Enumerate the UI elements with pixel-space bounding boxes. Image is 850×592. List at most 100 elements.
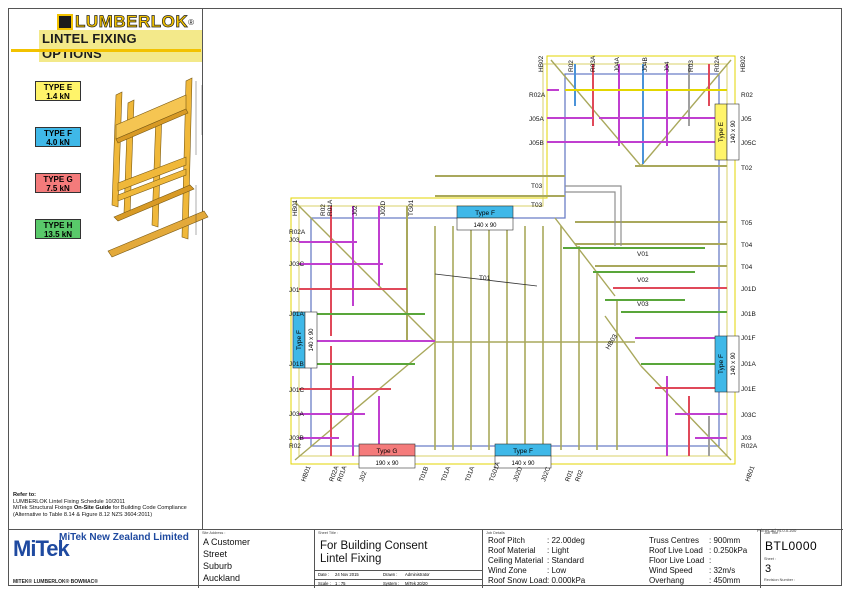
refer-line-2-post: for Building Code Compliance [111, 505, 187, 512]
lintel-top-type: Type F [475, 210, 495, 217]
detail-overhang-value: : 450mm [709, 576, 741, 585]
detail-wind-speed-value: : 32m/s [709, 566, 736, 575]
job-title: BTL0000 [765, 539, 818, 553]
member-label-left: J03C [289, 261, 304, 268]
lintel-options-panel: LUMBERLOK ® LINTEL FIXING OPTIONS TYPE E… [9, 9, 209, 529]
member-label-top-left: R02 [320, 204, 327, 216]
date-value: 24 Nov 2015 [335, 572, 359, 577]
drawing-sheet: LUMBERLOK ® LINTEL FIXING OPTIONS TYPE E… [8, 8, 843, 588]
roof-outline-inner [298, 63, 728, 457]
detail-roof-pitch-value: : 22.00deg [547, 536, 585, 545]
lumberlok-logo-mark [57, 14, 73, 30]
site-address-cell: Site Address : A Customer Street Suburb … [199, 530, 315, 588]
detail-wind-zone-label: Wind Zone [488, 566, 527, 575]
printcad-version: PrimeCad v4.0.0.200 [757, 528, 797, 533]
lintel-left-size: 140 x 90 [309, 328, 315, 352]
drawn-label: Drawn : [383, 572, 398, 577]
valley-line [554, 217, 616, 297]
member-label-right-upper: J05 [741, 116, 752, 123]
lintel-upper-right-box: Type E 140 x 90 [714, 103, 740, 161]
member-label-top-left: R01A [327, 199, 334, 216]
member-label-right-lower: T04 [741, 264, 753, 271]
lintel-upper-right-size: 140 x 90 [731, 120, 737, 144]
refer-line-2-bold: On-Site Guide [73, 505, 112, 512]
member-label-right-upper: R02 [741, 92, 753, 99]
member-label-right-upper: J05C [741, 140, 756, 147]
member-label-right-lower: J01B [741, 311, 756, 318]
detail-ceiling-material-label: Ceiling Material [488, 556, 544, 565]
type-f-box: TYPE F 4.0 kN [35, 127, 81, 147]
job-details-cell: Job Details Roof Pitch : 22.00deg Roof M… [483, 530, 761, 588]
type-e-box: TYPE E 1.4 kN [35, 81, 81, 101]
lintel-top-box: Type F 140 x 90 [456, 205, 514, 231]
type-f-load: 4.0 kN [46, 138, 70, 147]
sheet-title: For Building Consent Lintel Fixing [320, 540, 428, 565]
member-label-interior: V03 [637, 301, 649, 308]
member-label-left: J03B [289, 435, 304, 442]
scale-value: 1 : 75 [335, 581, 346, 586]
member-label-right-lower: J03 [741, 435, 752, 442]
lintel-bottom-left-box: Type G 190 x 90 [358, 443, 416, 469]
hip-line [640, 59, 732, 167]
member-label-bottom: R02 [574, 469, 585, 483]
system-label: System : [383, 581, 400, 586]
hip-line [294, 201, 436, 343]
refer-line-1: LUMBERLOK Lintel Fixing Schedule 10/2011 [13, 498, 126, 505]
member-label-top-right: R02A [714, 55, 721, 72]
lintel-bottom-left-size: 190 x 90 [375, 461, 399, 467]
sheet-label: Sheet : [764, 557, 777, 561]
detail-roof-material-value: : Light [547, 546, 569, 555]
detail-roof-material-label: Roof Material [488, 546, 536, 555]
lintel-bottom-right-type: Type F [513, 448, 533, 455]
member-label-left: R02 [289, 443, 301, 450]
member-label-top-left: HB01 [292, 199, 299, 216]
mitek-logo: MiTek [13, 536, 70, 561]
member-label-left: J03A [289, 411, 304, 418]
member-label-top-right: R02 [568, 60, 575, 72]
sheet-title-label: Sheet Title : [318, 531, 339, 535]
member-label-bottom: HB01 [744, 465, 756, 483]
member-label-top-left: TG01 [408, 199, 415, 216]
brand-name: LUMBERLOK [75, 12, 189, 32]
detail-truss-centres-value: : 900mm [709, 536, 741, 545]
member-label-bottom: T01A [464, 465, 476, 483]
lintel-right-type: Type F [718, 354, 725, 374]
lintel-left-box: Type F 140 x 90 [292, 311, 318, 369]
wall-line-main [310, 73, 720, 447]
member-label-right-lower: T04 [741, 242, 753, 249]
job-details-label: Job Details [486, 531, 505, 535]
detail-truss-centres-label: Truss Centres [649, 536, 699, 545]
job-title-label: Job Title : [764, 531, 781, 535]
member-label-right-lower: T05 [741, 220, 753, 227]
title-block: MiTek MiTek New Zealand Limited MITEK® L… [9, 529, 843, 588]
site-address-line-2: Street [203, 549, 228, 559]
member-label-left: J01C [289, 387, 304, 394]
site-address-label: Site Address : [202, 531, 226, 535]
member-label-wing: J05A [529, 116, 544, 123]
detail-roof-pitch-label: Roof Pitch [488, 536, 525, 545]
member-label-top-right: J04B [642, 57, 649, 72]
roof-outline-main [290, 55, 736, 465]
refer-line-2-pre: MiTek Structural Fixings [13, 505, 74, 512]
options-title: LINTEL FIXING OPTIONS [39, 30, 202, 62]
company-brands: MITEK® LUMBERLOK® BOWMAC® [13, 579, 98, 585]
sheet-number: 3 [765, 563, 772, 575]
member-label-left: J01A [289, 311, 304, 318]
revision-label: Revision Number : [764, 578, 796, 582]
member-label-interior: V01 [637, 251, 649, 258]
member-label-left: R02A [289, 229, 306, 236]
drawn-value: Administrator [405, 572, 430, 577]
scale-label: Scale : [318, 581, 331, 586]
member-label-mid: T03 [531, 202, 543, 209]
detail-floor-live-load-label: Floor Live Load [649, 556, 705, 565]
member-label-top-right: J04 [664, 61, 671, 72]
detail-roof-snow-load-label: Roof Snow Load [488, 576, 548, 585]
member-label-top-left: J02 [352, 205, 359, 216]
member-label-top-right: HB02 [740, 55, 747, 72]
company-name: MiTek New Zealand Limited [59, 532, 189, 543]
lintel-top-size: 140 x 90 [473, 223, 497, 229]
type-g-box: TYPE G 7.5 kN [35, 173, 81, 193]
lumberlok-logo: LUMBERLOK ® [57, 12, 194, 32]
member-label-interior: V02 [637, 277, 649, 284]
date-label: Date : [318, 572, 330, 577]
